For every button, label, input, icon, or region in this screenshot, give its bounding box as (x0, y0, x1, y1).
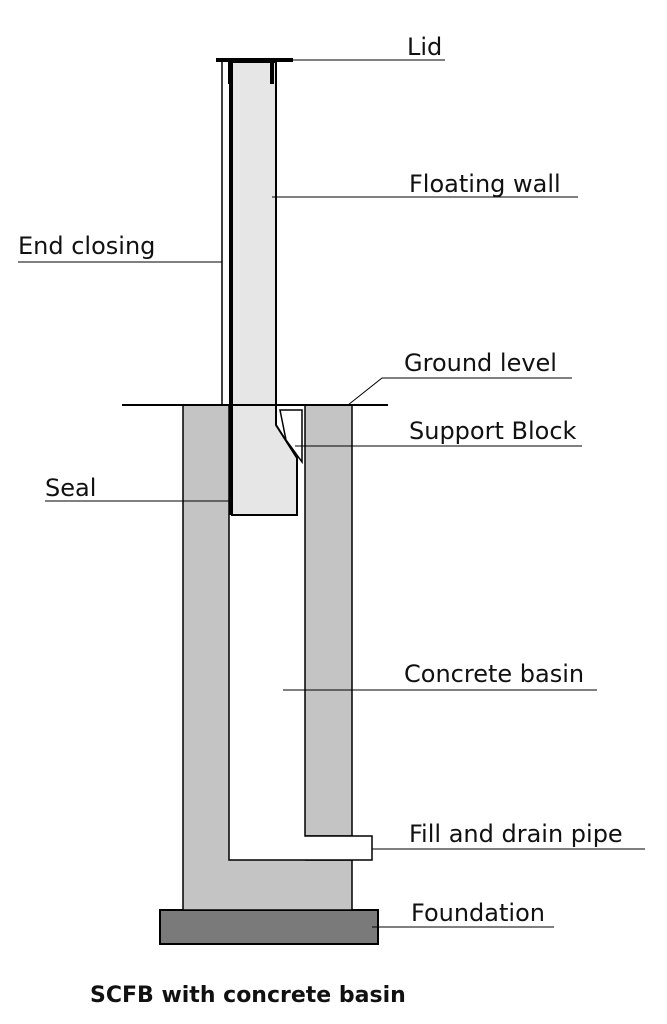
label-fill-drain-pipe: Fill and drain pipe (409, 820, 623, 848)
label-seal: Seal (45, 474, 96, 502)
label-lid: Lid (407, 33, 442, 61)
foundation-slab (159, 909, 379, 945)
label-floating-wall: Floating wall (409, 170, 561, 198)
label-support-block: Support Block (409, 417, 577, 445)
leader-ground-level (347, 377, 572, 406)
fill-drain-pipe (305, 835, 373, 861)
diagram-caption: SCFB with concrete basin (90, 983, 406, 1008)
floating-wall (229, 61, 298, 516)
label-foundation: Foundation (411, 899, 545, 927)
concrete-basin-right-wall (304, 404, 353, 837)
label-end-closing: End closing (18, 232, 155, 260)
label-ground-level: Ground level (404, 349, 557, 377)
label-concrete-basin: Concrete basin (404, 660, 584, 688)
support-block (279, 409, 303, 465)
